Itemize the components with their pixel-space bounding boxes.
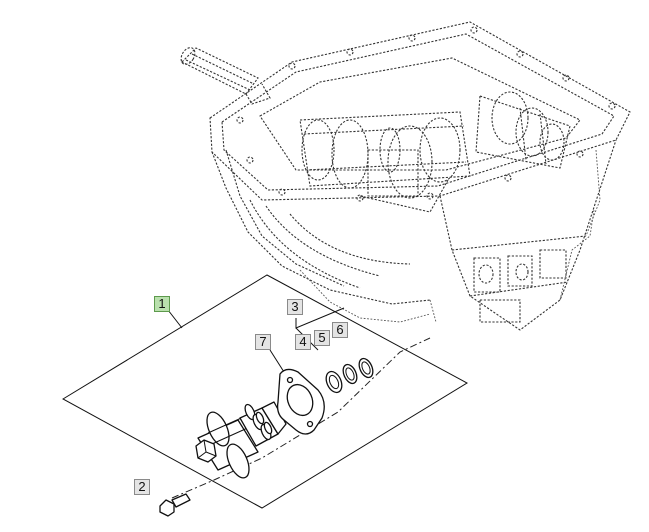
callout-1[interactable]: 1 xyxy=(154,296,170,312)
callout-2[interactable]: 2 xyxy=(134,479,150,495)
callout-4[interactable]: 4 xyxy=(295,334,311,350)
o-rings xyxy=(325,357,374,394)
kit-outline xyxy=(62,274,469,509)
transmission-housing xyxy=(180,21,631,331)
callout-3[interactable]: 3 xyxy=(287,299,303,315)
callout-7[interactable]: 7 xyxy=(255,334,271,350)
callout-6[interactable]: 6 xyxy=(332,322,348,338)
solenoid-valve xyxy=(195,401,287,479)
bolt xyxy=(159,493,191,517)
callout-5[interactable]: 5 xyxy=(314,330,330,346)
gasket-plate xyxy=(276,368,325,435)
